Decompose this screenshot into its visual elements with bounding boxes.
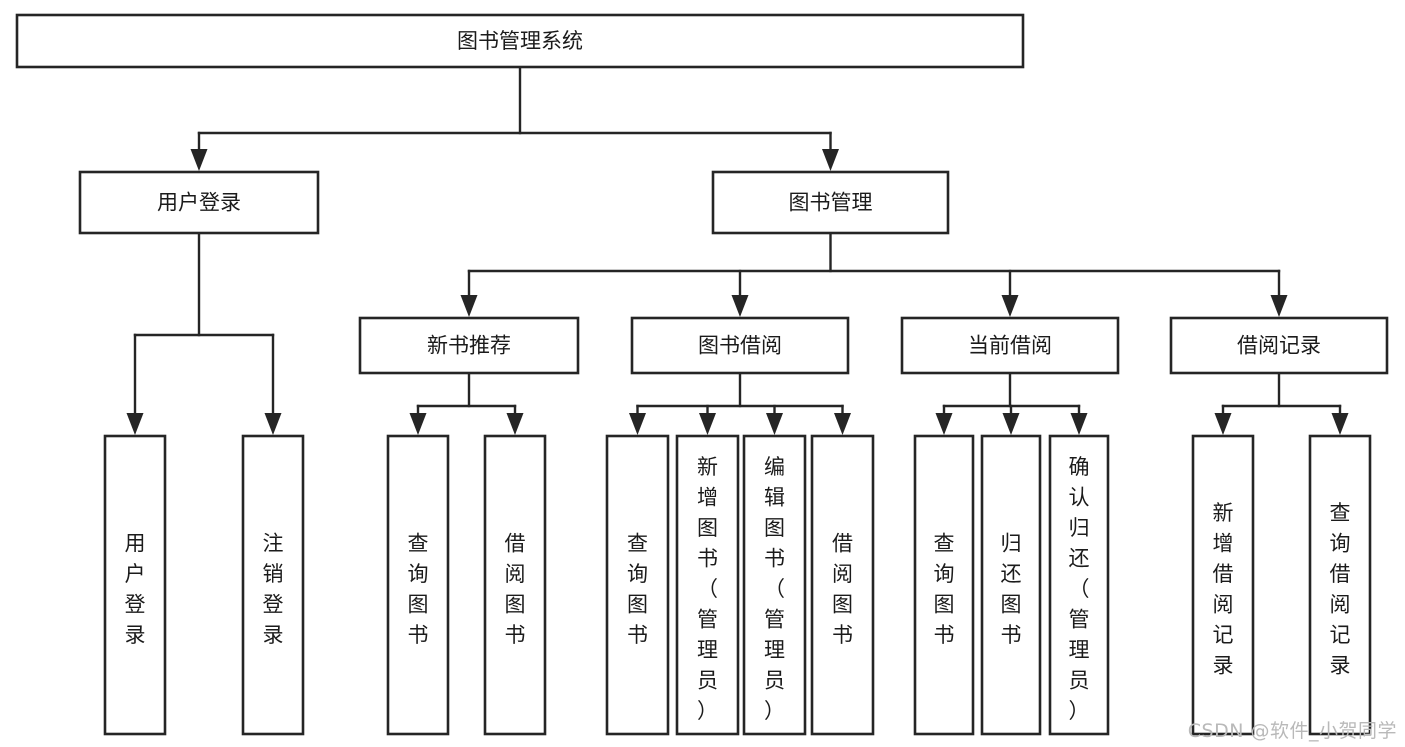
tree-node[interactable]: 查询图书 xyxy=(386,434,450,736)
node-box[interactable] xyxy=(15,13,1025,69)
edge-arrowhead xyxy=(822,149,839,171)
node-label: 新书推荐 xyxy=(427,334,511,358)
node-label: 编辑图书（管理员） xyxy=(764,455,785,723)
node-box[interactable] xyxy=(913,434,975,736)
tree-node[interactable]: 新增借阅记录 xyxy=(1191,434,1255,736)
node-label: 图书管理系统 xyxy=(457,29,583,53)
node-box[interactable] xyxy=(483,434,547,736)
edge-arrowhead xyxy=(506,413,524,435)
tree-node[interactable]: 图书借阅 xyxy=(630,316,850,375)
tree-node[interactable]: 查询借阅记录 xyxy=(1308,434,1372,736)
edge-arrowhead xyxy=(190,149,208,171)
node-box[interactable] xyxy=(78,170,320,235)
tree-node[interactable]: 当前借阅 xyxy=(900,316,1120,375)
edge-arrowhead xyxy=(460,295,478,317)
node-label: 查询图书 xyxy=(408,531,429,647)
node-box[interactable] xyxy=(630,316,850,375)
node-label: 当前借阅 xyxy=(968,334,1052,358)
node-label: 借阅图书 xyxy=(832,531,853,647)
node-box[interactable] xyxy=(1191,434,1255,736)
tree-node[interactable]: 查询图书 xyxy=(913,434,975,736)
nodes-layer: 图书管理系统用户登录图书管理新书推荐图书借阅当前借阅借阅记录用户登录注销登录查询… xyxy=(15,13,1389,736)
node-label: 用户登录 xyxy=(157,191,241,215)
node-label: 查询图书 xyxy=(934,531,955,647)
tree-node[interactable]: 用户登录 xyxy=(78,170,320,235)
edge-arrowhead xyxy=(766,413,783,435)
edge-arrowhead xyxy=(126,413,144,435)
node-box[interactable] xyxy=(1169,316,1389,375)
node-box[interactable] xyxy=(358,316,580,375)
edge-arrowhead xyxy=(1002,413,1020,435)
tree-node[interactable]: 新书推荐 xyxy=(358,316,580,375)
node-label: 新增图书（管理员） xyxy=(697,455,718,723)
tree-node[interactable]: 确认归还（管理员） xyxy=(1048,434,1110,736)
tree-node[interactable]: 归还图书 xyxy=(980,434,1042,736)
node-box[interactable] xyxy=(103,434,167,736)
edge-arrowhead xyxy=(731,295,749,317)
node-box[interactable] xyxy=(675,434,740,736)
edge-arrowhead xyxy=(1331,413,1349,435)
tree-node[interactable]: 编辑图书（管理员） xyxy=(742,434,807,736)
node-label: 确认归还（管理员） xyxy=(1069,455,1090,723)
node-label: 新增借阅记录 xyxy=(1213,501,1234,678)
edge-arrowhead xyxy=(409,413,427,435)
edge-arrowhead xyxy=(1214,413,1232,435)
edge-arrowhead xyxy=(699,413,716,435)
node-label: 归还图书 xyxy=(1001,531,1022,647)
node-label: 图书借阅 xyxy=(698,334,782,358)
tree-node[interactable]: 注销登录 xyxy=(241,434,305,736)
tree-node[interactable]: 图书管理 xyxy=(711,170,950,235)
node-box[interactable] xyxy=(711,170,950,235)
edge-arrowhead xyxy=(834,413,851,435)
tree-node[interactable]: 借阅图书 xyxy=(810,434,875,736)
node-box[interactable] xyxy=(1048,434,1110,736)
node-label: 查询图书 xyxy=(627,531,648,647)
edge-arrowhead xyxy=(935,413,953,435)
node-label: 借阅图书 xyxy=(505,531,526,647)
node-box[interactable] xyxy=(1308,434,1372,736)
tree-node[interactable]: 图书管理系统 xyxy=(15,13,1025,69)
node-box[interactable] xyxy=(241,434,305,736)
node-box[interactable] xyxy=(980,434,1042,736)
edges-layer xyxy=(126,65,1349,435)
tree-node[interactable]: 借阅图书 xyxy=(483,434,547,736)
edge-arrowhead xyxy=(1070,413,1088,435)
node-label: 查询借阅记录 xyxy=(1330,501,1351,678)
tree-node[interactable]: 用户登录 xyxy=(103,434,167,736)
node-label: 用户登录 xyxy=(125,531,146,647)
edge-arrowhead xyxy=(1270,295,1288,317)
node-label: 借阅记录 xyxy=(1237,334,1321,358)
node-box[interactable] xyxy=(810,434,875,736)
tree-node[interactable]: 查询图书 xyxy=(605,434,670,736)
edge-arrowhead xyxy=(629,413,646,435)
node-box[interactable] xyxy=(900,316,1120,375)
node-label: 图书管理 xyxy=(789,191,873,215)
node-label: 注销登录 xyxy=(263,531,284,647)
tree-node[interactable]: 新增图书（管理员） xyxy=(675,434,740,736)
watermark-label: CSDN @软件_小贺同学 xyxy=(1187,720,1397,742)
edge-arrowhead xyxy=(1001,295,1019,317)
node-box[interactable] xyxy=(386,434,450,736)
node-box[interactable] xyxy=(605,434,670,736)
tree-node[interactable]: 借阅记录 xyxy=(1169,316,1389,375)
node-box[interactable] xyxy=(742,434,807,736)
edge-arrowhead xyxy=(264,413,282,435)
